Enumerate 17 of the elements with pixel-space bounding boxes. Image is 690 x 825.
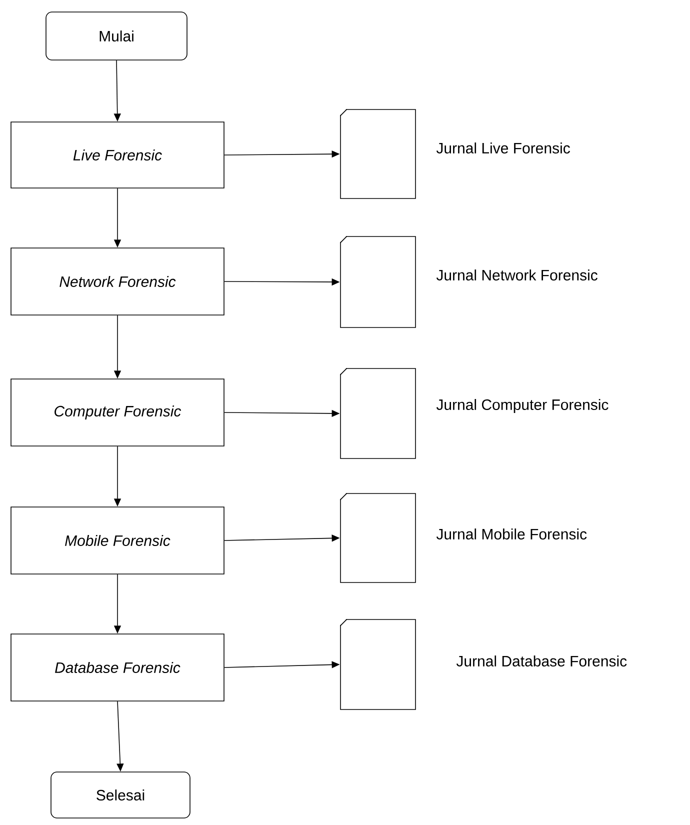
document-icon — [340, 493, 416, 583]
document-icon — [340, 109, 416, 199]
document-caption: Jurnal Mobile Forensic — [436, 528, 587, 540]
process-box: Mobile Forensic — [10, 506, 224, 574]
process-box: Live Forensic — [10, 122, 224, 188]
document-icon — [340, 619, 416, 710]
document-icon — [340, 368, 416, 459]
document-caption: Jurnal Database Forensic — [456, 655, 627, 666]
process-box: Computer Forensic — [10, 378, 224, 446]
document-caption: Jurnal Computer Forensic — [436, 399, 608, 413]
terminal-box: Mulai — [46, 12, 188, 60]
terminal-box: Selesai — [50, 772, 190, 818]
process-box: Database Forensic — [10, 634, 224, 702]
document-caption: Jurnal Network Forensic — [436, 270, 598, 280]
document-caption: Jurnal Live Forensic — [436, 142, 570, 154]
document-icon — [340, 236, 416, 328]
process-box: Network Forensic — [10, 248, 224, 316]
